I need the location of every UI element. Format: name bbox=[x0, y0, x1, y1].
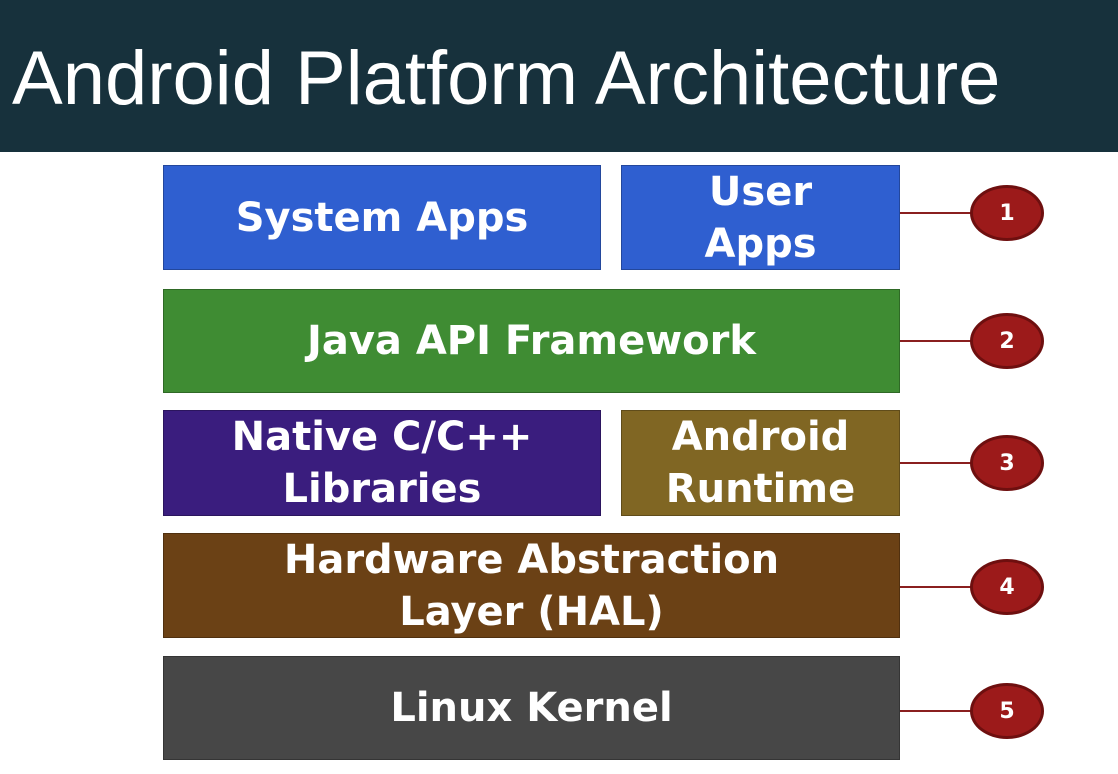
layer-java-api-framework-label: Java API Framework bbox=[306, 318, 756, 364]
connector-1 bbox=[900, 212, 972, 214]
page-title: Android Platform Architecture bbox=[12, 36, 1001, 121]
connector-4 bbox=[900, 586, 972, 588]
layer-user-apps-line-1: User bbox=[708, 168, 813, 215]
title-bar: Android Platform Architecture bbox=[0, 0, 1118, 152]
badge-1: 1 bbox=[970, 185, 1044, 241]
layer-native-libraries-line-1: Native C/C++ bbox=[231, 414, 533, 460]
layer-user-apps-line-2: Apps bbox=[704, 220, 817, 267]
layer-linux-kernel: Linux Kernel bbox=[163, 656, 900, 760]
badge-3: 3 bbox=[970, 435, 1044, 491]
layer-android-runtime-line-1: Android bbox=[671, 414, 850, 460]
layer-hal-line-1: Hardware Abstraction bbox=[283, 536, 780, 583]
layer-native-libraries-line-2: Libraries bbox=[282, 466, 482, 512]
connector-5 bbox=[900, 710, 972, 712]
layer-hal: Hardware Abstraction Layer (HAL) bbox=[163, 533, 900, 638]
layer-native-libraries: Native C/C++ Libraries bbox=[163, 410, 601, 516]
badge-2: 2 bbox=[970, 313, 1044, 369]
badge-4: 4 bbox=[970, 559, 1044, 615]
layer-java-api-framework: Java API Framework bbox=[163, 289, 900, 393]
layer-system-apps: System Apps bbox=[163, 165, 601, 270]
layer-hal-line-2: Layer (HAL) bbox=[399, 588, 664, 635]
layer-system-apps-label: System Apps bbox=[235, 194, 529, 241]
layer-android-runtime: Android Runtime bbox=[621, 410, 900, 516]
connector-2 bbox=[900, 340, 972, 342]
connector-3 bbox=[900, 462, 972, 464]
badge-5: 5 bbox=[970, 683, 1044, 739]
layer-linux-kernel-label: Linux Kernel bbox=[390, 685, 673, 731]
layer-user-apps: User Apps bbox=[621, 165, 900, 270]
layer-android-runtime-line-2: Runtime bbox=[665, 466, 856, 512]
